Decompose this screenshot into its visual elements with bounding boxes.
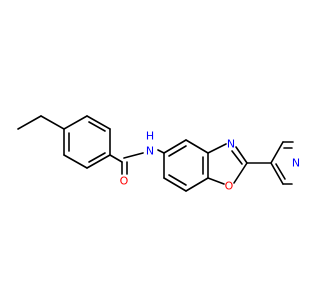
bond <box>163 139 187 154</box>
bond <box>207 177 225 185</box>
bond <box>109 154 123 163</box>
bond <box>233 162 248 184</box>
bond <box>235 146 248 164</box>
bond <box>40 115 65 130</box>
amide-nitrogen-label: N <box>146 145 154 158</box>
bond <box>157 149 165 154</box>
bond <box>231 150 243 165</box>
bond <box>86 115 111 130</box>
bond <box>185 177 209 192</box>
carbonyl-oxygen-label: O <box>120 175 129 188</box>
bond <box>275 163 286 180</box>
bond <box>168 145 187 157</box>
bond <box>88 152 106 163</box>
oxazole-oxygen-label: O <box>225 180 234 193</box>
bond <box>163 177 187 192</box>
bond <box>185 139 209 154</box>
bond <box>270 162 284 185</box>
bond <box>168 174 187 186</box>
oxazole-nitrogen-label: N <box>227 138 235 151</box>
bond <box>123 152 144 159</box>
bonds <box>17 115 294 192</box>
pyridine-nitrogen-label: N <box>292 157 300 170</box>
atom-labels: N H O N O N <box>120 130 300 193</box>
bond <box>207 143 227 154</box>
bond <box>270 141 284 164</box>
bond <box>17 115 42 130</box>
bond <box>63 154 88 169</box>
amide-hydrogen-label: H <box>146 130 154 143</box>
bond <box>88 121 106 132</box>
structure-diagram: N H O N O N <box>17 115 300 193</box>
bond <box>86 154 111 169</box>
bond <box>63 115 88 130</box>
